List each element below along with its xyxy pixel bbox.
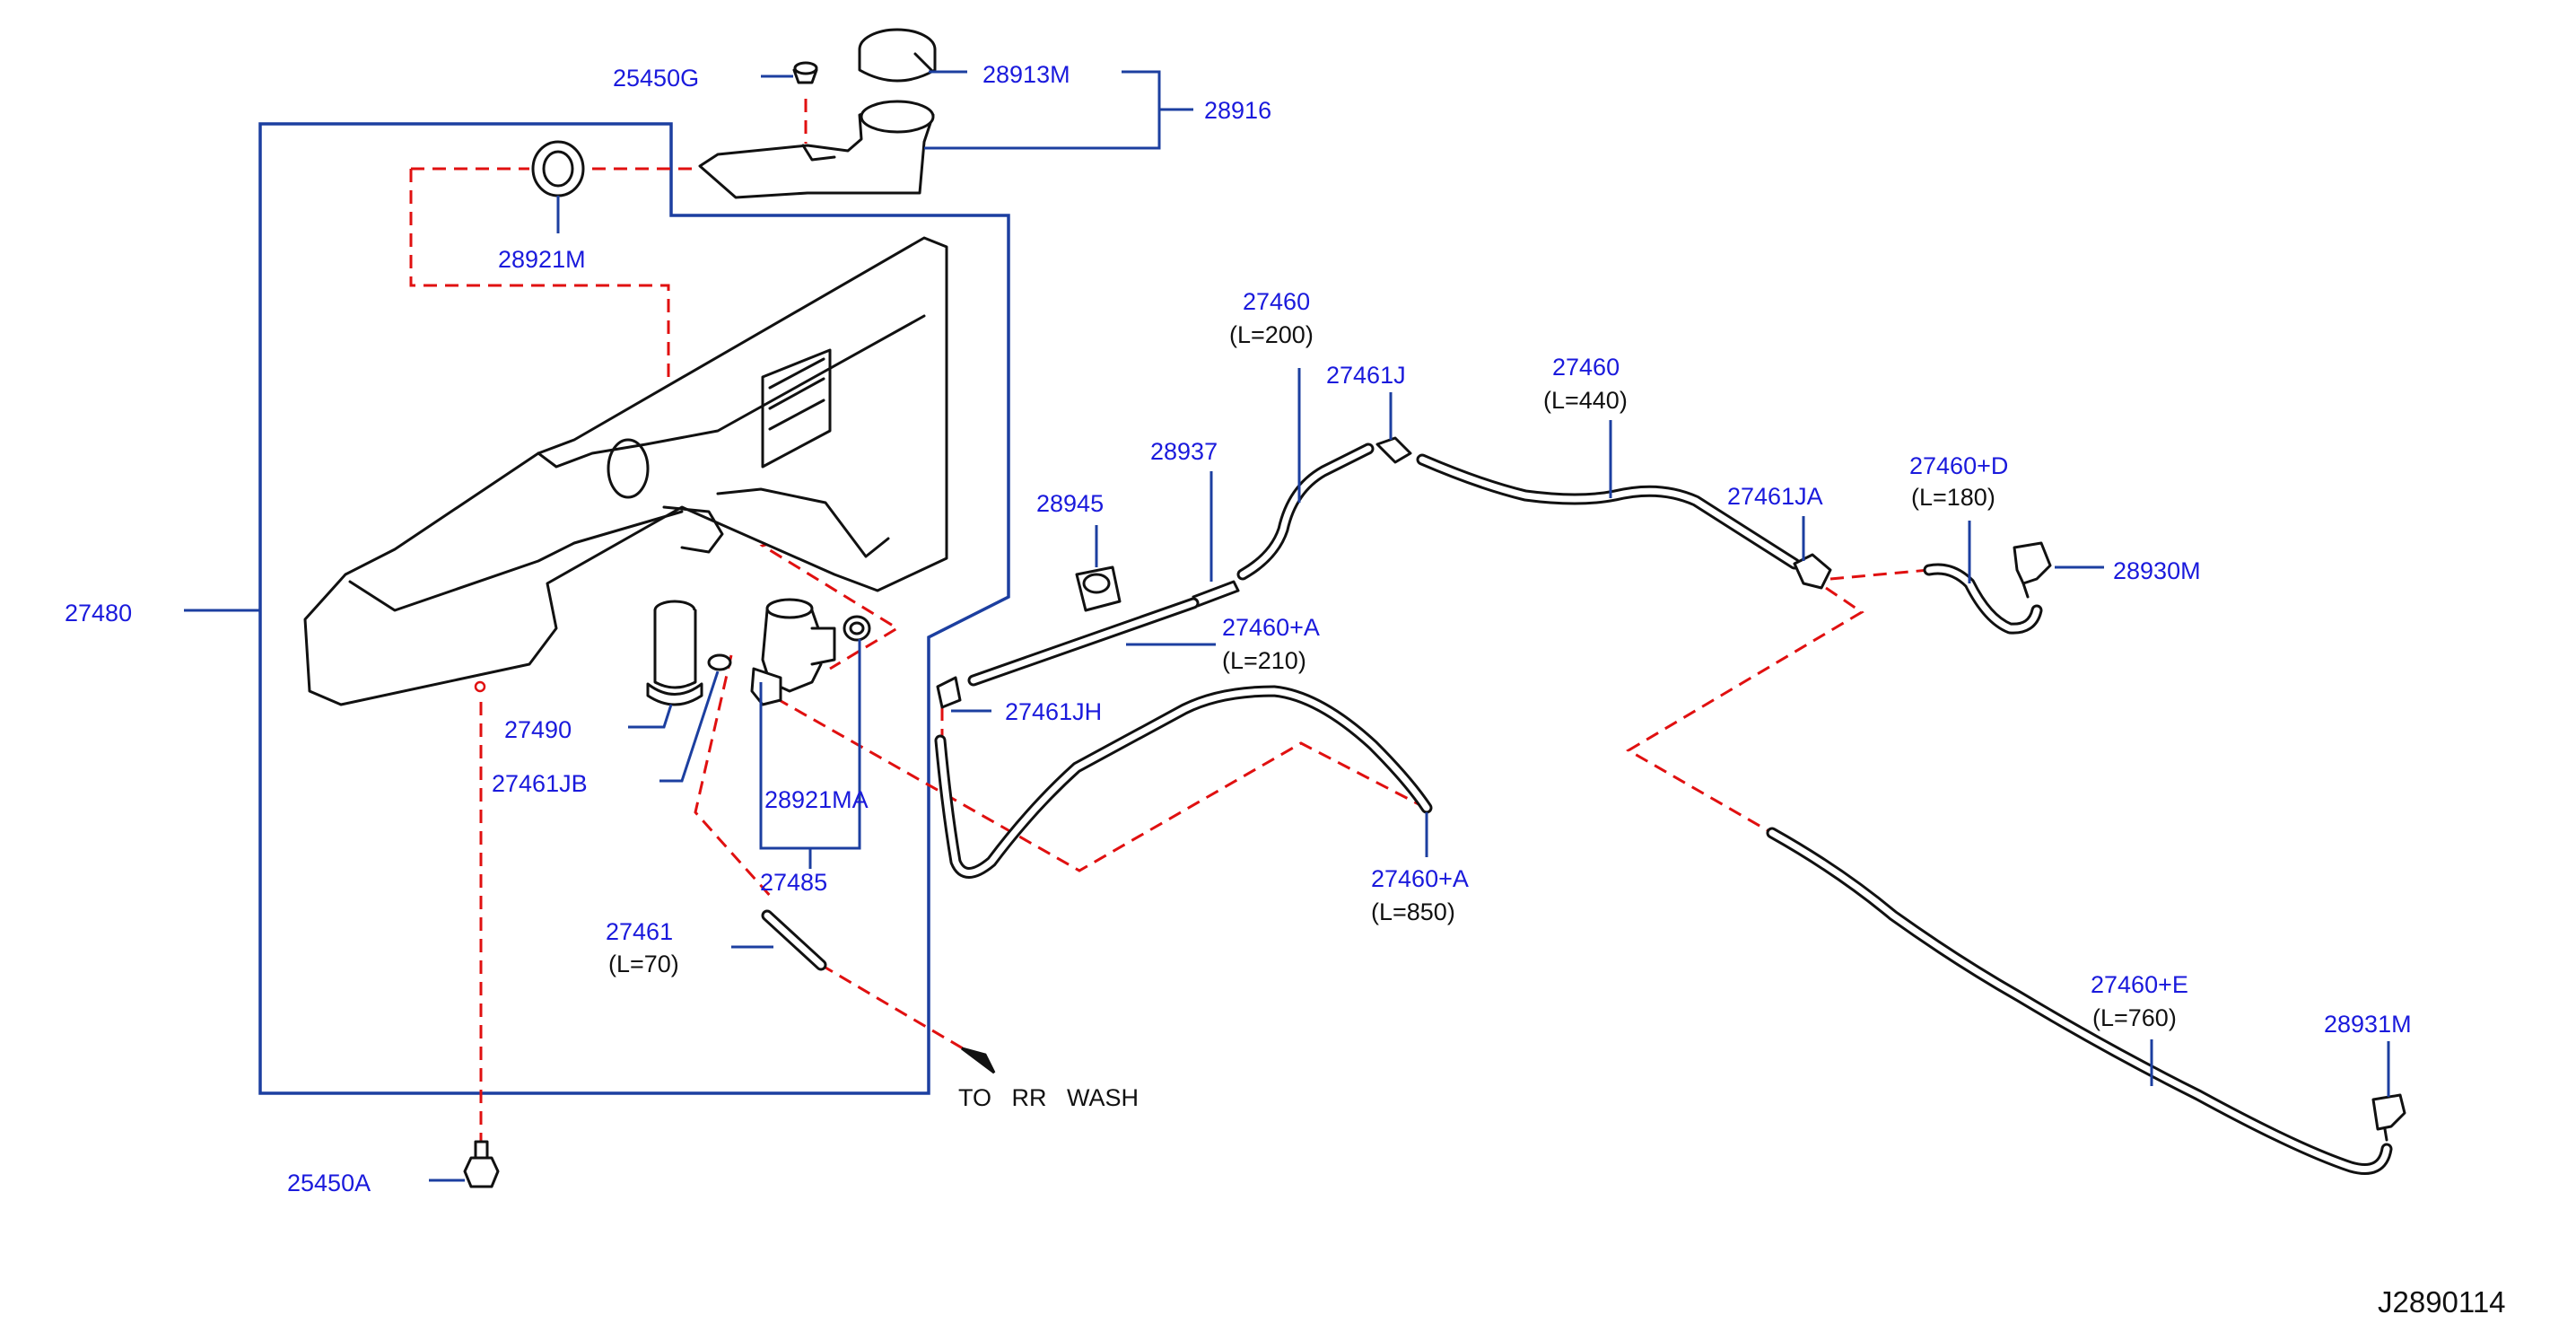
label-27480: 27480 [65, 600, 132, 627]
label-25450G: 25450G [613, 65, 699, 92]
label-27485: 27485 [760, 869, 827, 896]
label-28945: 28945 [1036, 490, 1104, 517]
rr-wash-arrow-icon [961, 1047, 996, 1074]
length-27460E: (L=760) [2092, 1004, 2177, 1031]
label-27461: 27461 [606, 918, 673, 945]
callout-labels: 25450G 28913M 28916 28921M 27480 27490 2… [65, 61, 2506, 1319]
connectors [936, 436, 1832, 709]
length-27460D: (L=180) [1911, 484, 1995, 511]
washer-hoses [761, 443, 2393, 1175]
assembly-frame-27480 [258, 122, 1010, 1095]
length-27461: (L=70) [608, 951, 679, 977]
grommet-27461JB [707, 653, 732, 671]
label-28913M: 28913M [982, 61, 1070, 88]
label-27490: 27490 [504, 716, 572, 743]
label-27460A-850: 27460+A [1371, 865, 1469, 892]
bolt-25450A [463, 1140, 500, 1188]
washer-pump [750, 598, 871, 706]
label-27460-a: 27460 [1243, 288, 1310, 315]
length-27460-b: (L=440) [1543, 387, 1628, 414]
filler-neck-assembly [698, 28, 937, 199]
label-27461J: 27461J [1326, 362, 1406, 389]
label-27460-b: 27460 [1552, 354, 1620, 381]
hose-clip-28945 [1075, 565, 1122, 612]
label-28921M: 28921M [498, 246, 586, 273]
grommet-28921M [531, 140, 585, 197]
note-to-rr-wash: TO RR WASH [958, 1084, 1139, 1111]
label-28931M: 28931M [2324, 1011, 2412, 1038]
washer-nozzles [2013, 541, 2406, 1142]
label-27460E: 27460+E [2091, 971, 2188, 998]
label-27460A-210: 27460+A [1222, 614, 1320, 641]
label-28930M: 28930M [2113, 557, 2201, 584]
label-28921MA: 28921MA [764, 786, 869, 813]
label-27460D: 27460+D [1909, 452, 2008, 479]
phantom-lines [409, 99, 1930, 1142]
label-27461JB: 27461JB [492, 770, 588, 797]
label-28916: 28916 [1204, 97, 1271, 124]
filler-tube [646, 600, 703, 706]
length-27460A-210: (L=210) [1222, 647, 1306, 674]
washer-tank [303, 236, 948, 706]
label-28937: 28937 [1150, 438, 1218, 465]
connector-28937 [1192, 580, 1240, 608]
length-27460-a: (L=200) [1229, 321, 1314, 348]
length-27460A-850: (L=850) [1371, 898, 1455, 925]
label-27461JA: 27461JA [1727, 483, 1823, 510]
diagram-reference: J2890114 [2378, 1285, 2506, 1319]
leader-lines [184, 70, 2390, 1182]
label-25450A: 25450A [287, 1170, 371, 1196]
label-27461JH: 27461JH [1005, 698, 1102, 725]
